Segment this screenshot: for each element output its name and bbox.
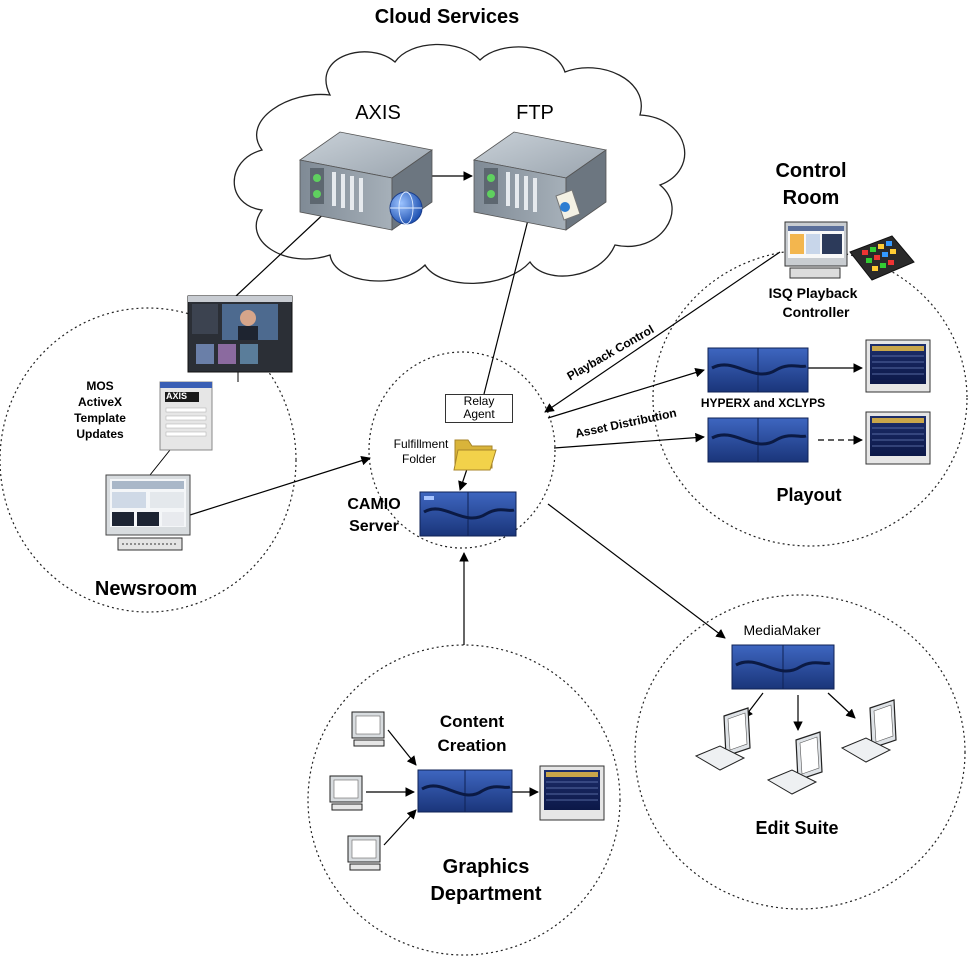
video-monitor-icon — [187, 295, 293, 373]
relay-line-1: Relay — [463, 394, 495, 408]
fulfillment-line-2: Folder — [401, 452, 437, 466]
graphics-output-monitor-icon — [539, 765, 605, 821]
playout-monitor-2-icon — [865, 411, 931, 465]
arrow-mm-to-ws3 — [827, 692, 856, 719]
control-room-circle — [652, 249, 968, 547]
mos-line-3: Template — [74, 411, 126, 425]
newsroom-label: Newsroom — [94, 578, 198, 600]
edit-workstation-3-icon — [840, 699, 897, 763]
relay-agent-box: Relay Agent — [445, 394, 513, 423]
arrow-playback-control — [544, 251, 781, 413]
graphics-dept-line-1: Graphics — [442, 856, 530, 878]
line-capture-to-workstation — [149, 449, 171, 476]
graphics-pc-1-icon — [351, 711, 385, 747]
arrow-newsroom-to-camio — [189, 456, 371, 516]
graphics-circle — [307, 644, 621, 956]
playout-monitor-1-icon — [865, 339, 931, 393]
edit-workstation-2-icon — [766, 731, 823, 795]
axis-logo-text: AXIS — [166, 391, 188, 401]
graphics-pc-3-icon — [347, 835, 381, 871]
line-relay-to-ftp — [483, 211, 533, 395]
content-creation-line-2: Creation — [437, 736, 507, 755]
arrow-pc1-to-rack — [387, 729, 417, 766]
content-creation-line-1: Content — [439, 712, 505, 731]
arrow-asset-to-xclyps — [553, 432, 705, 449]
control-room-line-2: Room — [782, 187, 840, 209]
axis-server-icon — [298, 131, 434, 231]
diagram-title: Cloud Services — [374, 6, 520, 28]
axis-label: AXIS — [355, 102, 401, 124]
arrow-camio-to-mediamaker — [547, 503, 726, 639]
fulfillment-folder-icon — [453, 439, 497, 471]
arrow-newsroom-to-axis — [235, 207, 331, 297]
mediamaker-label: MediaMaker — [743, 622, 821, 638]
relay-line-2: Agent — [463, 407, 495, 421]
mos-line-4: Updates — [76, 427, 124, 441]
playout-label: Playout — [776, 485, 842, 505]
axis-capture-form-icon — [159, 381, 213, 451]
graphics-server-rack — [417, 769, 513, 813]
graphics-dept-line-2: Department — [430, 883, 542, 905]
isq-line-2: Controller — [782, 304, 850, 320]
control-room-line-1: Control — [775, 160, 847, 182]
arrow-asset-to-hyperx — [547, 367, 705, 419]
camio-label-line-1: CAMIO — [347, 496, 401, 513]
camio-circle — [368, 351, 556, 549]
camio-server-rack — [419, 491, 517, 537]
ftp-server-icon — [472, 131, 608, 231]
edit-suite-circle — [634, 594, 966, 910]
mos-line-2: ActiveX — [77, 395, 123, 409]
isq-monitor-icon — [784, 221, 848, 279]
edit-suite-label: Edit Suite — [755, 818, 839, 838]
fulfillment-line-1: Fulfillment — [393, 437, 449, 451]
isq-controller-keypad-icon — [849, 235, 915, 281]
hyperx-server-rack — [707, 347, 809, 393]
arrow-pc3-to-rack — [383, 809, 417, 846]
ftp-label: FTP — [516, 102, 554, 124]
mediamaker-server-rack — [731, 644, 835, 690]
mos-line-1: MOS — [86, 379, 114, 393]
edit-workstation-1-icon — [694, 707, 751, 771]
graphics-pc-2-icon — [329, 775, 363, 811]
xclyps-server-rack — [707, 417, 809, 463]
newsroom-circle — [0, 307, 297, 613]
hyperx-xclyps-label: HYPERX and XCLYPS — [700, 396, 826, 410]
newsroom-workstation-icon — [105, 474, 191, 551]
camio-label-line-2: Server — [349, 518, 399, 535]
isq-line-1: ISQ Playback — [768, 285, 858, 301]
